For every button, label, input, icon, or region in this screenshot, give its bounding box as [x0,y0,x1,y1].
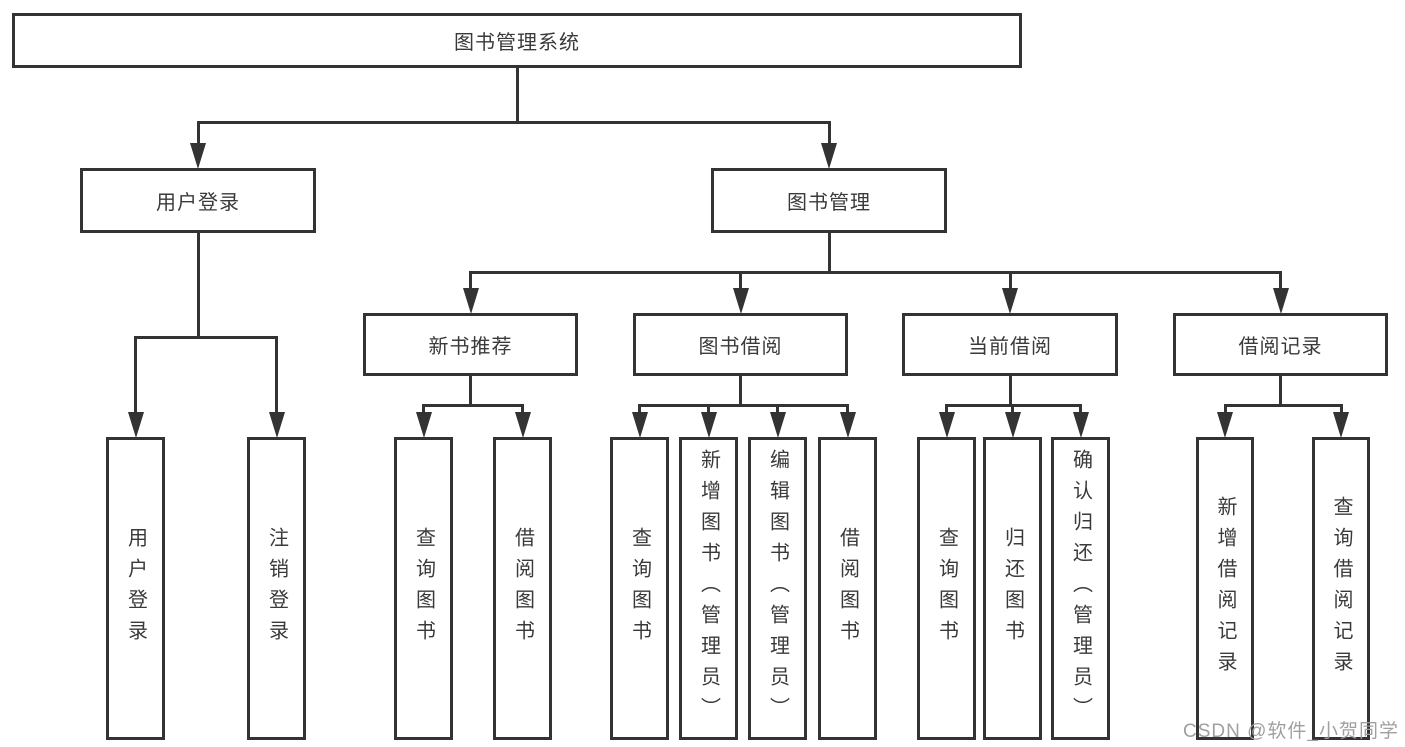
arrowhead-down [732,288,749,314]
node-user-login: 用户登录 [80,168,316,233]
arrowhead-down [1333,412,1349,438]
connector-line [469,375,472,407]
node-nbr-query-book: 查询图书 [394,437,453,740]
node-label-current-borrow: 当前借阅 [968,336,1052,358]
arrowhead-down [1217,412,1233,438]
node-cb-confirm-return-admin: 确认归还（管理员） [1051,437,1110,740]
connector-line [196,232,200,339]
connector-line [1279,375,1282,407]
arrowhead-down [700,412,717,438]
node-label-nbr-query-book: 查询图书 [412,526,435,651]
node-label-br-query-record: 查询借阅记录 [1330,495,1352,682]
node-label-bb-edit-book-admin: 编辑图书（管理员） [766,449,789,728]
node-label-nbr-borrow-book: 借阅图书 [511,526,534,651]
connector-line [1008,375,1012,407]
arrowhead-down [415,412,432,438]
node-cb-return-book: 归还图书 [983,437,1042,740]
node-bb-edit-book-admin: 编辑图书（管理员） [748,437,807,740]
connector-line [196,122,200,150]
node-root: 图书管理系统 [12,13,1022,68]
node-label-cb-query-book: 查询图书 [935,526,958,651]
arrowhead-down [1272,288,1289,314]
node-label-bb-borrow-book: 借阅图书 [836,526,859,651]
node-book-mgmt: 图书管理 [711,168,947,233]
connector-line [515,67,519,124]
node-bb-add-book-admin: 新增图书（管理员） [679,437,738,740]
arrowhead-down [462,288,479,314]
node-bb-query-book: 查询图书 [610,437,669,740]
node-label-book-mgmt: 图书管理 [787,192,871,214]
watermark: CSDN @软件_小贺同学 [1183,721,1399,742]
arrowhead-down [821,143,837,169]
node-label-borrow-records: 借阅记录 [1238,336,1323,358]
node-label-ul-logout: 注销登录 [265,526,288,651]
connector-line [469,272,472,295]
connector-line [134,337,137,419]
arrowhead-down [938,412,955,438]
connector-line [469,270,1282,274]
node-label-bb-query-book: 查询图书 [628,526,651,651]
connector-line [422,403,524,407]
arrowhead-down [190,143,206,169]
connector-line [638,403,849,407]
node-label-root: 图书管理系统 [454,32,580,54]
connector-line [1279,272,1282,295]
node-bb-borrow-book: 借阅图书 [818,437,877,740]
node-label-user-login: 用户登录 [156,192,240,214]
connector-line [739,375,742,407]
connector-line [196,120,831,124]
node-label-cb-return-book: 归还图书 [1001,526,1024,651]
connector-line [827,232,831,274]
node-new-book-rec: 新书推荐 [363,313,578,376]
connector-line [739,272,742,295]
node-label-cb-confirm-return-admin: 确认归还（管理员） [1069,449,1092,728]
arrowhead-down [1002,288,1018,314]
arrowhead-down [514,412,531,438]
node-cb-query-book: 查询图书 [917,437,976,740]
connector-line [1223,403,1343,407]
arrowhead-down [1072,412,1089,438]
arrowhead-down [127,412,144,438]
node-br-add-record: 新增借阅记录 [1196,437,1254,740]
node-label-ul-user-login: 用户登录 [124,526,147,651]
node-label-new-book-rec: 新书推荐 [428,336,513,358]
node-br-query-record: 查询借阅记录 [1312,437,1370,740]
node-label-book-borrow: 图书借阅 [698,336,783,358]
connector-line [1008,272,1012,295]
connector-line [827,122,831,150]
node-ul-user-login: 用户登录 [106,437,165,740]
node-label-br-add-record: 新增借阅记录 [1214,495,1236,682]
arrowhead-down [1004,412,1021,438]
arrowhead-down [839,412,856,438]
arrowhead-down [631,412,648,438]
arrowhead-down [268,412,285,438]
arrowhead-down [769,412,786,438]
node-borrow-records: 借阅记录 [1173,313,1388,376]
connector-line [275,337,278,419]
node-book-borrow: 图书借阅 [633,313,848,376]
node-current-borrow: 当前借阅 [902,313,1118,376]
node-ul-logout: 注销登录 [247,437,306,740]
connector-line [134,335,278,339]
node-label-bb-add-book-admin: 新增图书（管理员） [697,449,720,728]
node-nbr-borrow-book: 借阅图书 [493,437,552,740]
